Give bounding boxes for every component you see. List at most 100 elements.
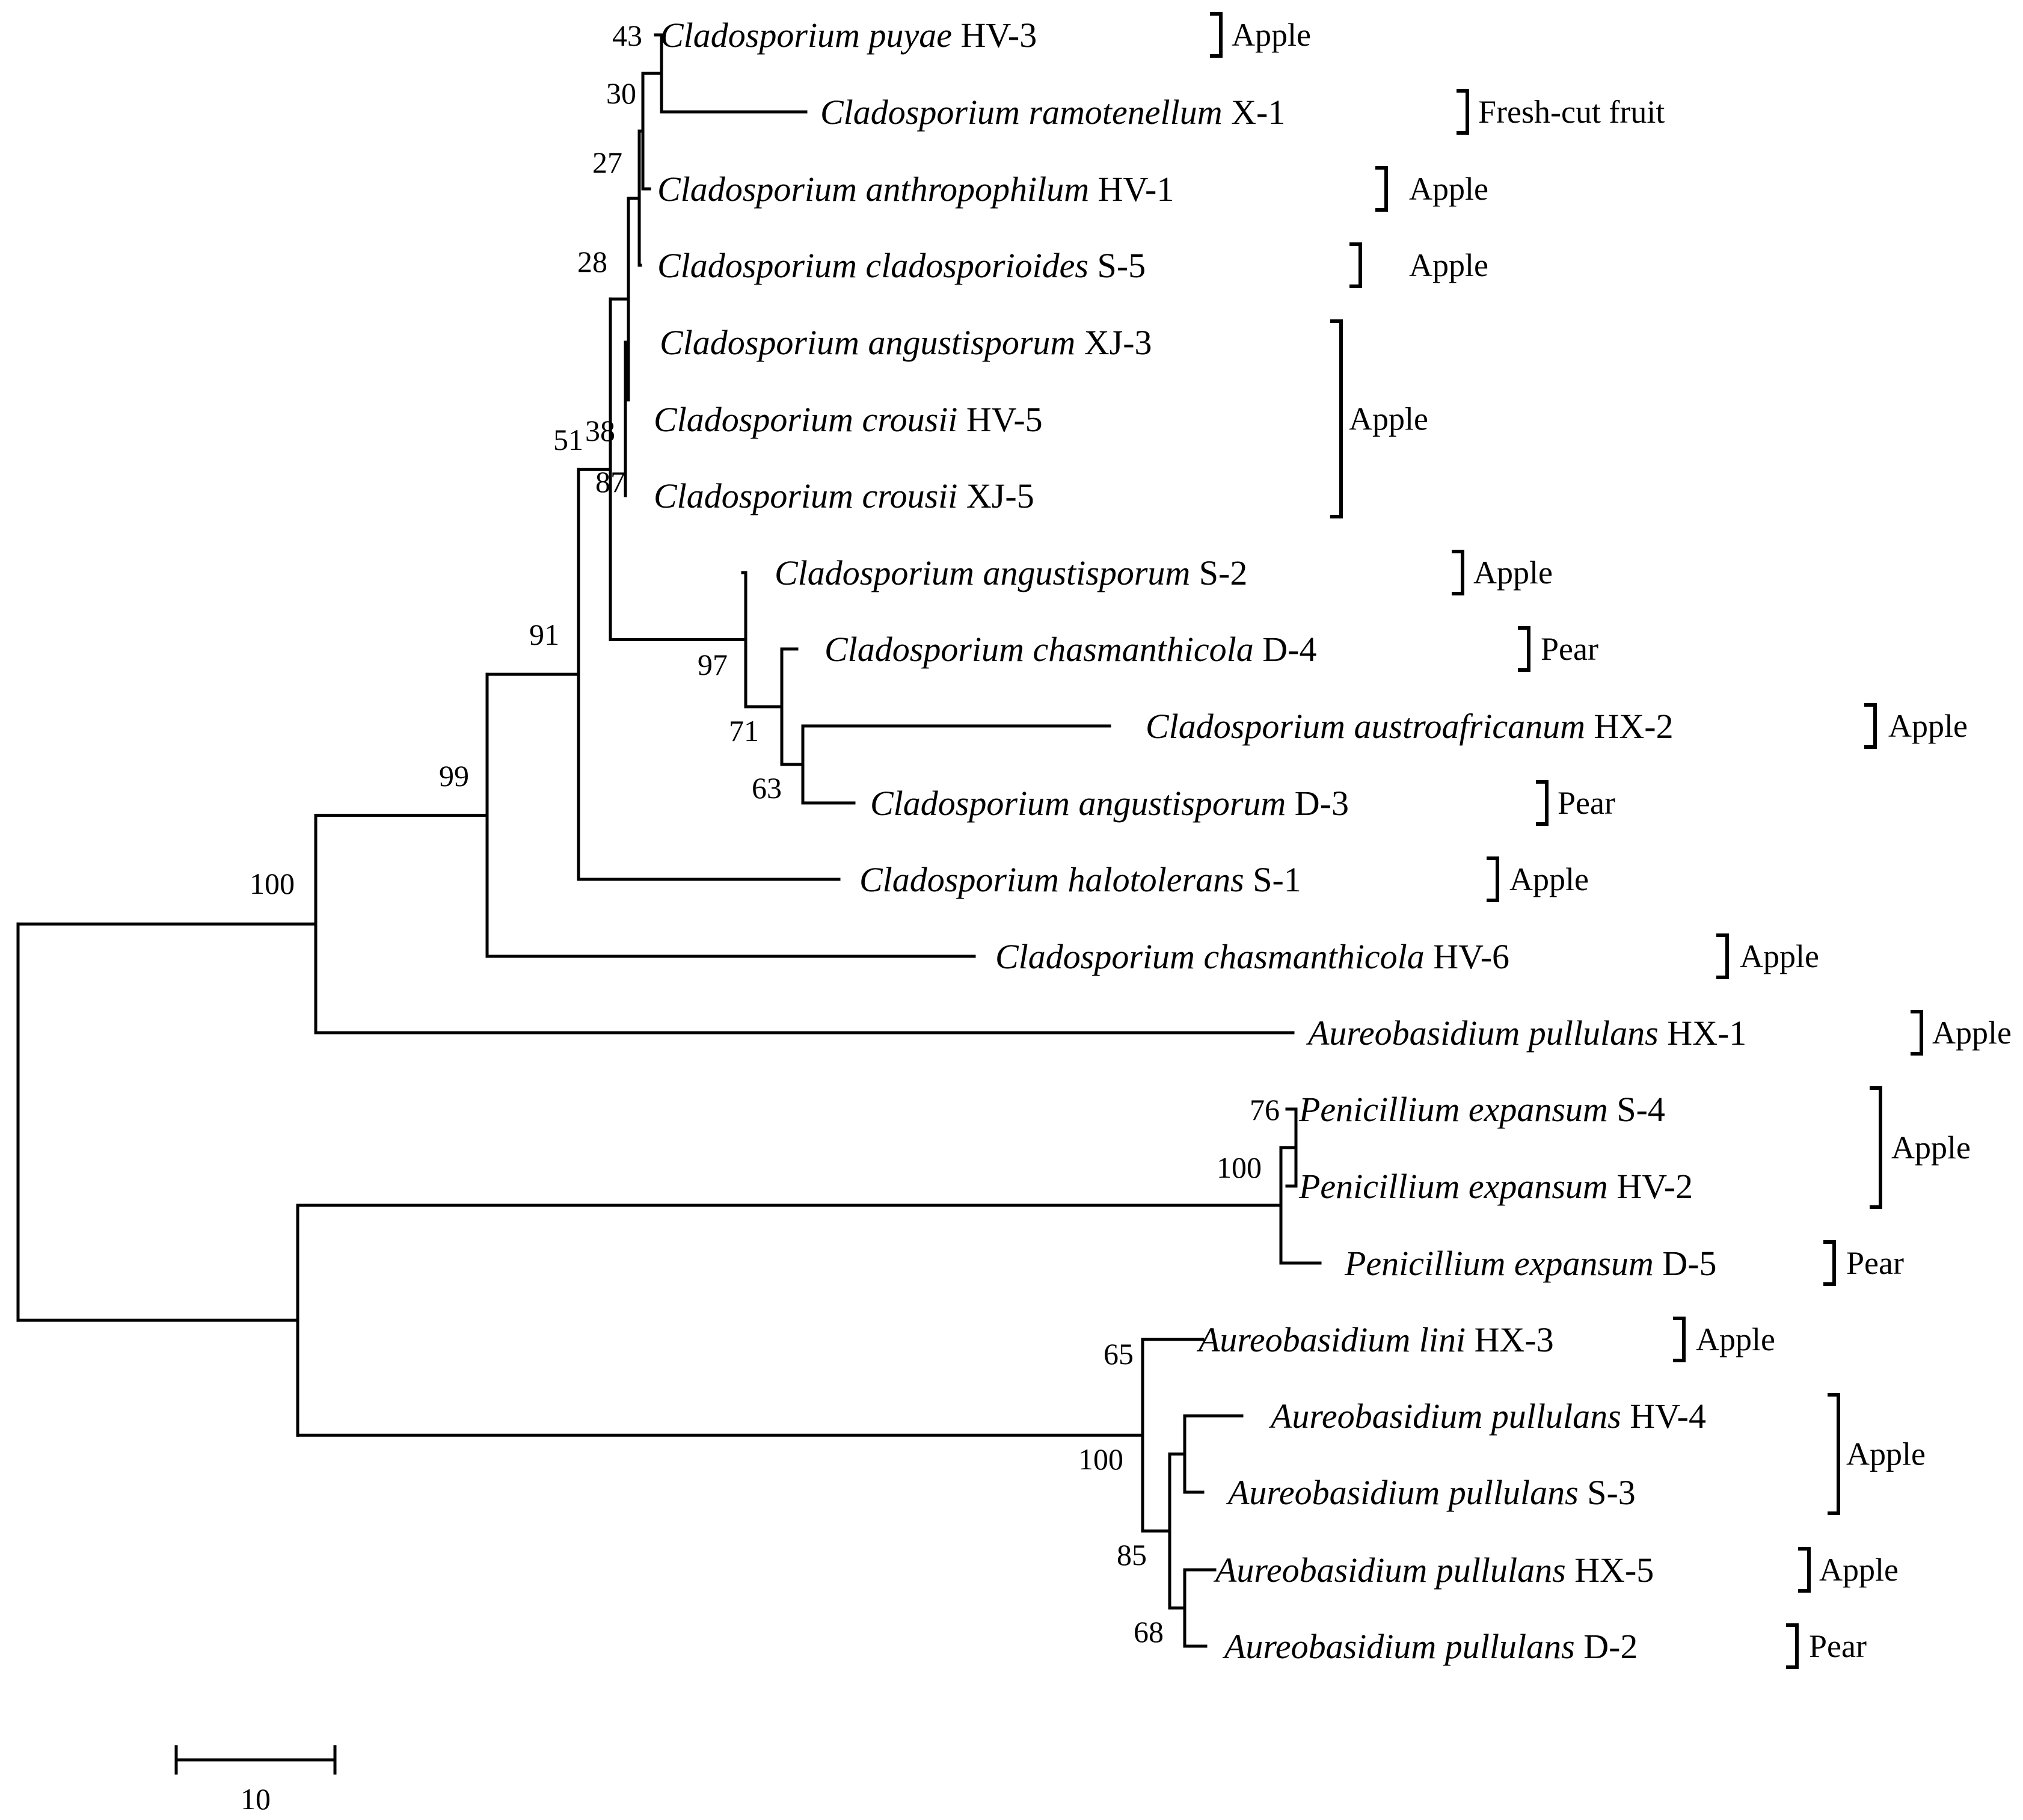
taxon-strain: D-3: [1295, 784, 1349, 823]
host-bracket: [1716, 933, 1729, 979]
taxon-genus: Cladosporium: [859, 860, 1059, 899]
taxon-label: Penicillium expansum HV-2: [1298, 1167, 1693, 1206]
host-label: Fresh-cut fruit: [1478, 94, 1665, 130]
taxon-genus: Cladosporium: [654, 400, 853, 439]
host-label: Apple: [1891, 1130, 1971, 1166]
tree-branches: [16, 33, 1322, 1648]
host-label: Pear: [1558, 785, 1615, 821]
host-bracket: [1911, 1010, 1923, 1056]
taxon-genus: Cladosporium: [657, 170, 857, 209]
host-label: Apple: [1888, 708, 1968, 744]
taxon-strain: HX-3: [1475, 1320, 1554, 1359]
host-bracket: [1870, 1086, 1882, 1209]
taxon-strain: HV-3: [960, 16, 1037, 55]
taxon-genus: Aureobasidium: [1306, 1013, 1520, 1053]
host-bracket: [1518, 626, 1530, 672]
taxon-species: chasmanthicola: [1203, 937, 1424, 976]
taxon-species: cladosporioides: [865, 246, 1088, 285]
bootstrap-value: 87: [595, 465, 625, 499]
taxon-genus: Penicillium: [1298, 1167, 1460, 1206]
host-label: Apple: [1740, 938, 1819, 974]
taxon-label: Cladosporium chasmanthicola D-4: [824, 630, 1316, 669]
bootstrap-value: 76: [1250, 1093, 1280, 1127]
taxon-label: Cladosporium angustisporum S-2: [775, 553, 1247, 592]
taxon-species: crousii: [862, 400, 957, 439]
bootstrap-value: 27: [592, 146, 622, 179]
host-bracket: [1823, 1240, 1836, 1286]
taxon-species: chasmanthicola: [1033, 630, 1253, 669]
host-label: Apple: [1409, 171, 1488, 207]
taxon-strain: D-5: [1662, 1244, 1716, 1283]
taxon-strain: X-1: [1231, 93, 1285, 132]
taxon-label: Cladosporium anthropophilum HV-1: [657, 170, 1174, 209]
host-label: Apple: [1696, 1321, 1775, 1357]
taxon-strain: HV-5: [966, 400, 1043, 439]
taxon-strain: HX-2: [1594, 707, 1674, 746]
taxon-strain: XJ-5: [966, 476, 1034, 515]
taxon-genus: Aureobasidium: [1268, 1397, 1482, 1436]
taxon-label: Cladosporium chasmanthicola HV-6: [995, 937, 1509, 976]
host-bracket: [1349, 242, 1362, 288]
host-label: Apple: [1509, 861, 1589, 897]
taxon-strain: D-2: [1583, 1627, 1638, 1666]
bootstrap-value: 28: [577, 245, 607, 278]
taxon-label: Cladosporium angustisporum XJ-3: [660, 323, 1152, 362]
taxon-label: Cladosporium halotolerans S-1: [859, 860, 1301, 899]
host-bracket: [1457, 89, 1469, 135]
taxon-species: pullulans: [1526, 1013, 1659, 1053]
taxon-label: Cladosporium cladosporioides S-5: [657, 246, 1146, 285]
taxon-species: ramotenellum: [1028, 93, 1222, 132]
taxon-label: Penicillium expansum S-4: [1298, 1090, 1665, 1129]
taxon-genus: Cladosporium: [660, 323, 859, 362]
taxon-genus: Penicillium: [1298, 1090, 1460, 1129]
taxon-label: Aureobasidium pullulans HV-4: [1268, 1397, 1706, 1436]
taxon-species: pullulans: [1434, 1551, 1566, 1590]
taxon-strain: S-2: [1199, 553, 1248, 592]
host-label: Apple: [1819, 1552, 1899, 1588]
host-label: Apple: [1409, 247, 1488, 283]
host-label: Apple: [1349, 401, 1428, 437]
taxon-genus: Cladosporium: [995, 937, 1195, 976]
taxon-strain: HX-5: [1574, 1551, 1654, 1590]
host-bracket: [1452, 550, 1464, 595]
host-bracket: [1798, 1547, 1811, 1593]
taxon-genus: Cladosporium: [660, 16, 860, 55]
taxon-genus: Cladosporium: [775, 553, 974, 592]
taxon-species: expansum: [1514, 1244, 1654, 1283]
taxon-species: puyae: [866, 16, 952, 55]
bootstrap-value: 85: [1117, 1538, 1147, 1572]
taxon-genus: Cladosporium: [1146, 707, 1345, 746]
taxon-species: crousii: [862, 476, 957, 515]
taxon-species: pullulans: [1489, 1397, 1621, 1436]
bootstrap-value: 100: [250, 867, 295, 900]
taxon-strain: XJ-3: [1084, 323, 1152, 362]
taxon-label: Aureobasidium pullulans HX-1: [1306, 1013, 1746, 1053]
host-label: Pear: [1809, 1628, 1867, 1664]
taxon-species: anthropophilum: [865, 170, 1089, 209]
host-bracket: [1864, 703, 1877, 749]
taxon-strain: S-4: [1616, 1090, 1665, 1129]
taxon-label: Cladosporium ramotenellum X-1: [820, 93, 1285, 132]
scale-bar-label: 10: [241, 1782, 271, 1816]
scale-bar-line: [174, 1745, 337, 1775]
taxon-strain: S-1: [1253, 860, 1301, 899]
taxon-genus: Cladosporium: [657, 246, 857, 285]
taxon-label: Aureobasidium lini HX-3: [1196, 1320, 1554, 1359]
taxon-strain: S-5: [1097, 246, 1146, 285]
taxon-species: austroafricanum: [1354, 707, 1585, 746]
taxon-genus: Cladosporium: [654, 476, 853, 515]
taxon-genus: Aureobasidium: [1222, 1627, 1436, 1666]
taxon-strain: S-3: [1587, 1473, 1636, 1512]
taxon-species: halotolerans: [1067, 860, 1244, 899]
taxon-strain: HV-2: [1616, 1167, 1693, 1206]
host-label: Apple: [1473, 555, 1553, 591]
bootstrap-value: 100: [1217, 1151, 1262, 1184]
taxon-label: Penicillium expansum D-5: [1344, 1244, 1717, 1283]
taxon-genus: Aureobasidium: [1196, 1320, 1410, 1359]
taxon-label: Aureobasidium pullulans HX-5: [1213, 1551, 1654, 1590]
host-bracket: [1375, 166, 1388, 212]
bootstrap-value: 65: [1104, 1337, 1134, 1371]
